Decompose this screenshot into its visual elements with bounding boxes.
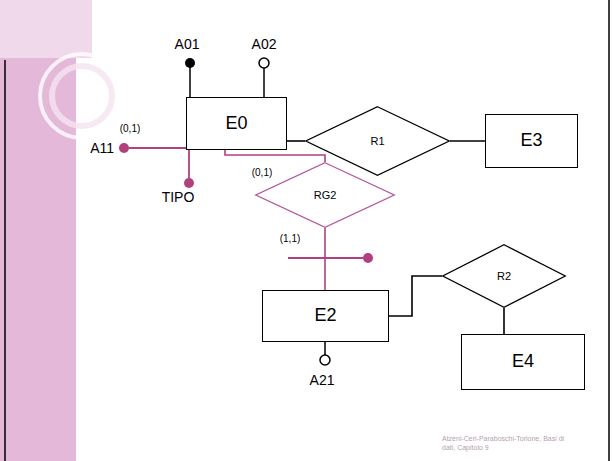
relationship-name: R2	[497, 270, 511, 282]
diamond-shape	[443, 245, 566, 308]
relationship-name: RG2	[314, 189, 337, 201]
attribute-name: TIPO	[162, 190, 195, 205]
frame-line	[608, 0, 610, 461]
relationship-link	[503, 308, 505, 334]
ring-decoration	[52, 66, 112, 126]
entity-box: E3	[485, 114, 578, 168]
relationship-diamond: RG2	[255, 162, 395, 228]
attribute-name: A01	[175, 37, 200, 52]
relationship-link	[225, 150, 325, 162]
attribute-name: A11	[90, 141, 114, 156]
attribute-dot	[320, 355, 330, 365]
entity-box: E2	[262, 290, 389, 342]
attribute-dot	[259, 58, 269, 68]
relationship-name: R1	[370, 135, 384, 147]
entity-box: E0	[186, 97, 287, 150]
entity-name: E0	[225, 114, 247, 134]
attribute-name: A21	[310, 373, 335, 388]
attribute-dot	[184, 178, 194, 188]
attribute-line	[188, 150, 190, 178]
entity-box: E4	[461, 334, 585, 390]
source-note: Atzeni-Ceri-Paraboschi-Torlone, Basi di …	[442, 434, 570, 453]
relationship-link	[450, 140, 485, 142]
relationship-link	[324, 228, 326, 290]
attribute-name: A02	[252, 37, 277, 52]
attribute-line	[263, 68, 265, 97]
relationship-link	[287, 140, 305, 142]
relationship-diamond: R2	[442, 244, 566, 308]
entity-name: E4	[512, 352, 534, 372]
diamond-shape	[256, 163, 395, 228]
ring-decoration	[40, 54, 124, 138]
attribute-dot	[119, 143, 129, 153]
identifier-dot	[185, 58, 195, 68]
attribute-line	[189, 66, 191, 97]
identifier-dot	[363, 253, 373, 263]
attribute-line	[324, 342, 326, 355]
entity-name: E3	[520, 131, 542, 151]
cardinality-label: (0,1)	[252, 167, 273, 178]
corner-texture	[0, 0, 92, 58]
cardinality-label: (1,1)	[280, 233, 301, 244]
frame-line	[4, 60, 6, 461]
relationship-link	[389, 276, 442, 316]
entity-name: E2	[314, 306, 336, 326]
cardinality-label: (0,1)	[120, 123, 141, 134]
attribute-line	[129, 147, 186, 149]
